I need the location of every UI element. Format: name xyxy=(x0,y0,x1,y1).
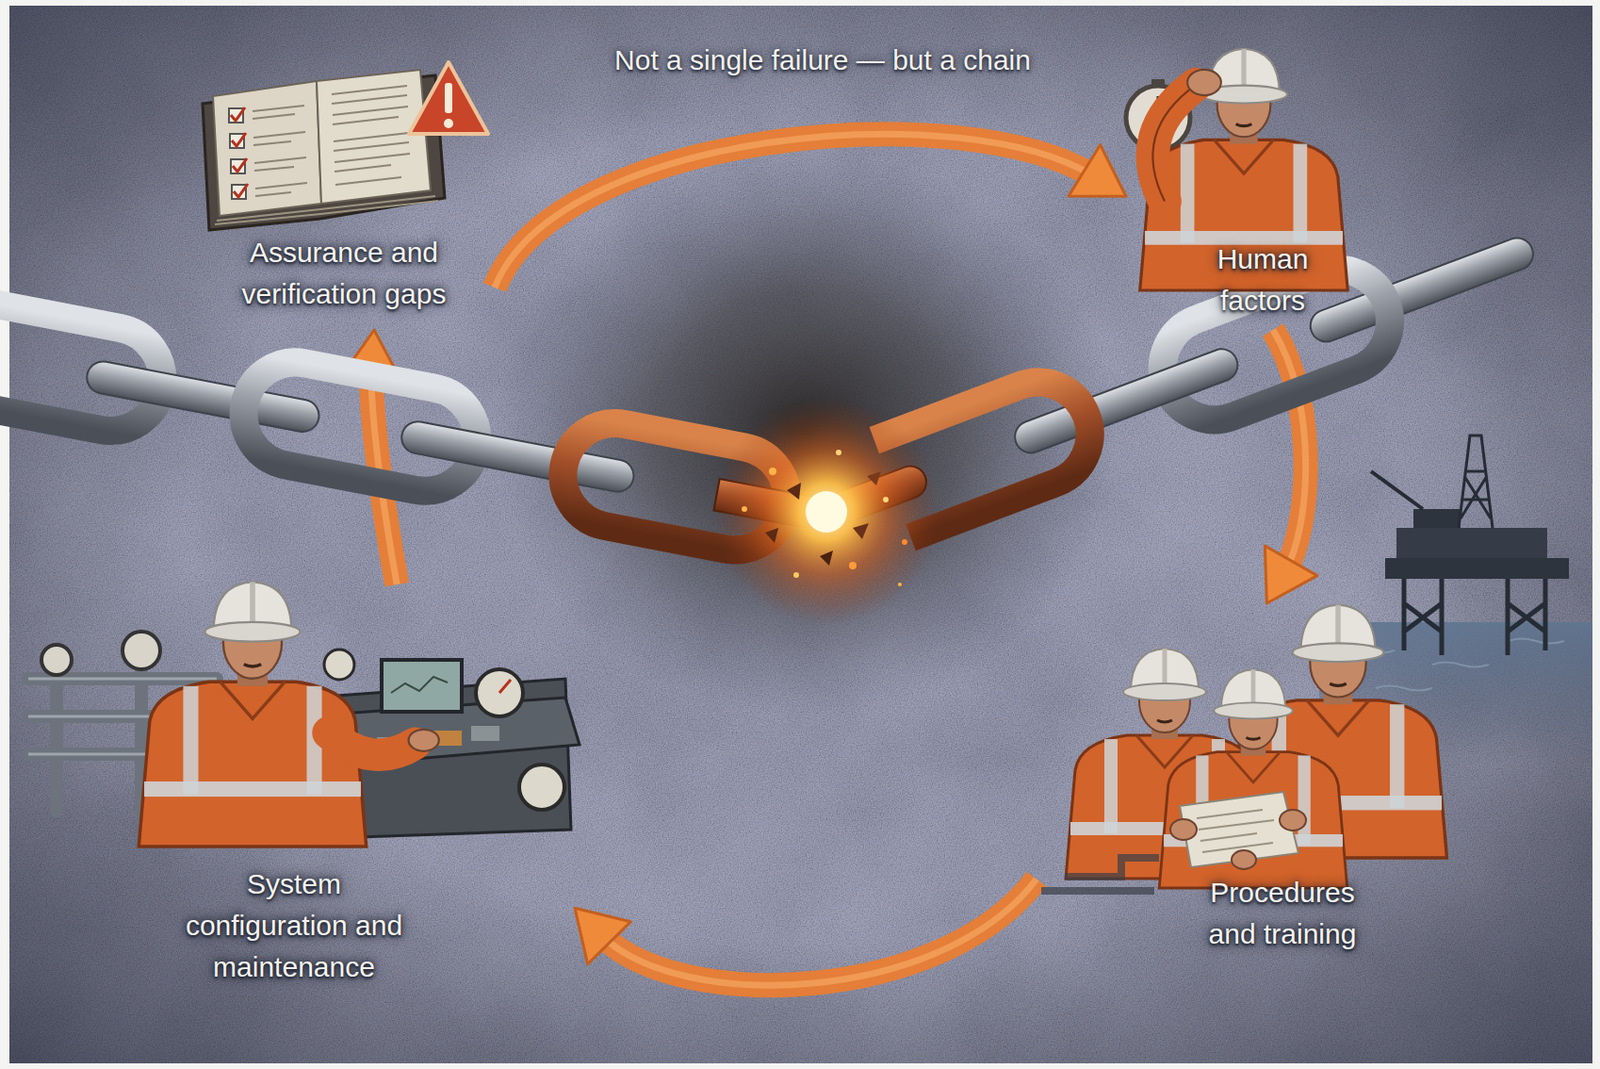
check-marks xyxy=(230,107,248,197)
worker-placement xyxy=(1159,669,1348,888)
fragment xyxy=(765,527,779,543)
monitor-trace xyxy=(391,676,448,693)
gauge xyxy=(122,631,161,670)
cycle-stage: Assurance and verification gaps xyxy=(193,47,495,330)
chain-left xyxy=(0,293,837,567)
grain xyxy=(9,5,1593,1063)
hand xyxy=(1170,818,1197,840)
stage-label: System configuration and maintenance xyxy=(167,863,421,988)
worker-placement xyxy=(138,581,440,847)
arrow-shaft xyxy=(494,133,1094,288)
arm-outline xyxy=(1152,84,1196,202)
arrow-shaft xyxy=(1273,329,1307,571)
reaching-arm xyxy=(328,732,416,754)
text-lines xyxy=(252,105,308,196)
gauge xyxy=(519,764,565,810)
platform-deck xyxy=(1385,557,1569,579)
hand xyxy=(1187,69,1222,96)
book-page xyxy=(316,69,431,204)
fragment xyxy=(852,522,869,539)
platform-module xyxy=(1413,508,1461,528)
cycle-arrow xyxy=(1264,329,1318,604)
fragment xyxy=(866,471,882,486)
gauge-needle xyxy=(499,679,511,693)
crane xyxy=(1371,471,1423,509)
blast-core xyxy=(805,490,848,533)
spark xyxy=(901,538,908,545)
arrow-head xyxy=(1068,145,1127,197)
canvas xyxy=(9,5,1593,1063)
hand xyxy=(408,729,440,752)
book-page xyxy=(212,81,322,216)
hand xyxy=(1231,849,1257,869)
warning-triangle xyxy=(408,62,489,134)
gauge xyxy=(41,644,72,675)
blast-glow xyxy=(713,398,940,625)
spark xyxy=(848,561,857,570)
fragment xyxy=(819,550,833,566)
spark xyxy=(835,449,842,456)
explosion xyxy=(713,398,940,625)
deck-equipment xyxy=(1041,857,1160,891)
platform-module xyxy=(1396,527,1548,558)
stage-label: Procedures and training xyxy=(1190,871,1375,955)
spark xyxy=(768,467,777,475)
spark xyxy=(741,506,748,512)
cycle-stage: Procedures and training xyxy=(1036,603,1480,971)
page-edges xyxy=(214,195,439,225)
stage-label: Assurance and verification gaps xyxy=(216,231,472,315)
cycle-stage: System configuration and maintenance xyxy=(18,584,575,999)
warning-bar xyxy=(444,82,453,114)
diagram-title: Not a single failure — but a chain xyxy=(445,41,1200,80)
arrow-head xyxy=(574,907,631,964)
panel-button xyxy=(471,725,500,741)
clock-knob xyxy=(1151,79,1165,87)
mottle xyxy=(9,5,1593,1063)
spark xyxy=(897,582,902,587)
gauge xyxy=(475,669,523,717)
gauge xyxy=(324,649,355,680)
warning-dot xyxy=(443,118,454,129)
arrow-highlight xyxy=(494,133,1094,288)
spark xyxy=(882,496,889,503)
worker-team xyxy=(1041,604,1448,891)
worker xyxy=(138,581,367,847)
arrow-highlight xyxy=(601,879,1037,986)
vignette xyxy=(9,5,1593,1063)
cycle-stage: Human factors xyxy=(1126,32,1372,330)
hand xyxy=(1279,809,1307,831)
chain-link xyxy=(1010,343,1242,458)
cycle-arrow xyxy=(494,133,1127,288)
manual-book xyxy=(202,62,489,230)
chain-link xyxy=(0,293,171,440)
rust-speckle xyxy=(9,5,1593,1063)
cycle-arrow xyxy=(574,879,1037,986)
monitor xyxy=(381,659,462,712)
platform-legs xyxy=(1404,576,1546,655)
raised-arm xyxy=(1152,84,1196,202)
control-station xyxy=(28,581,580,847)
document-lines xyxy=(1196,809,1274,852)
arrow-head xyxy=(1264,545,1318,604)
arrow-shaft xyxy=(601,879,1037,986)
derrick xyxy=(1458,435,1493,528)
text-lines xyxy=(331,85,410,185)
stage-label: Human factors xyxy=(1196,238,1329,322)
spark xyxy=(793,571,800,578)
arrow-highlight xyxy=(1273,329,1307,571)
worker xyxy=(1159,669,1348,888)
checkbox-list xyxy=(228,108,246,199)
fragment xyxy=(786,482,801,500)
